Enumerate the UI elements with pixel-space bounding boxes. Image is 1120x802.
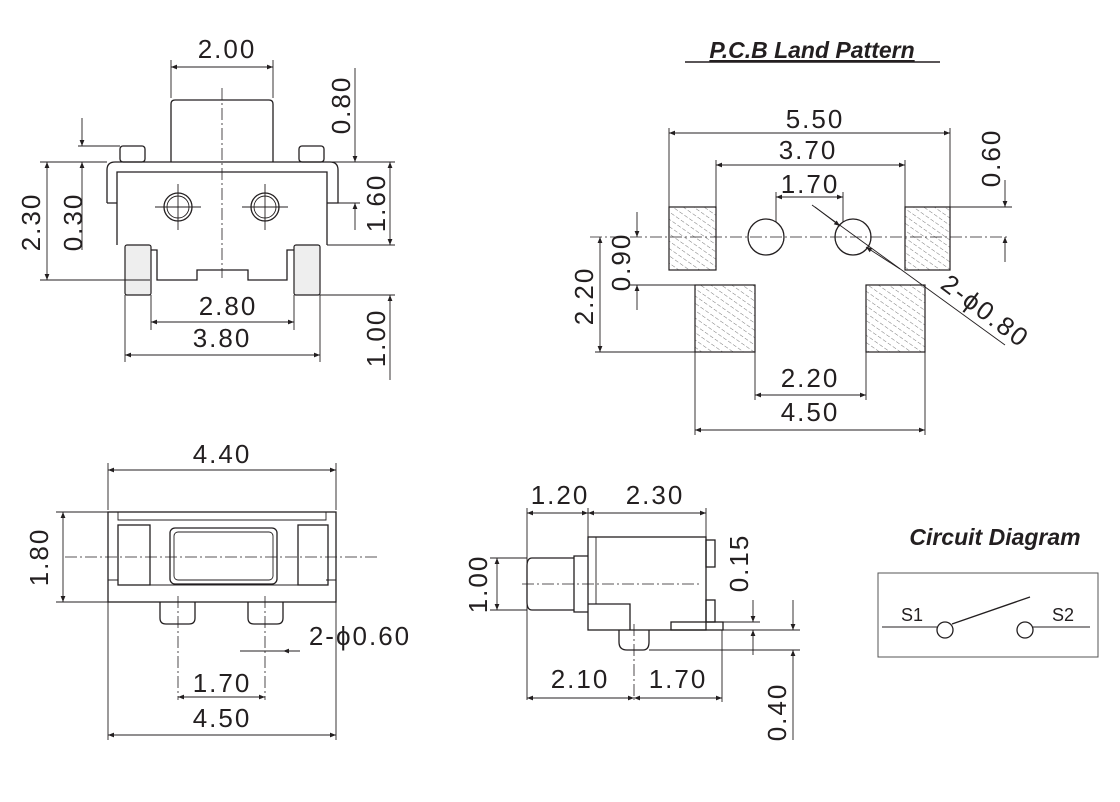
dim-top-width: 4.40 — [193, 439, 252, 469]
pegs — [159, 602, 284, 625]
dim-outer-foot-span: 3.80 — [193, 323, 252, 353]
dim-body-height: 1.60 — [361, 174, 391, 233]
dim-foot-height: 1.00 — [361, 309, 391, 368]
circuit-diagram: Circuit Diagram S1 S2 — [877, 524, 1099, 658]
hole-diameter-note: 2-ϕ0.80 — [936, 268, 1036, 354]
dim-tab-height: 0.30 — [58, 193, 88, 252]
label-s1: S1 — [901, 605, 923, 625]
switch-arm — [951, 596, 1031, 625]
pad-top-left — [668, 206, 717, 271]
foot-left — [124, 244, 152, 296]
dim-peg-height: 0.40 — [762, 683, 792, 742]
dim-overall-height: 2.30 — [16, 193, 46, 252]
terminal-left — [117, 524, 151, 586]
peg-diameter-note: 2-ϕ0.60 — [309, 621, 411, 651]
front-view: 2.00 2.30 0.30 0.80 1.60 1.00 2.80 3.80 — [16, 34, 395, 380]
dim-inner-foot-span: 2.80 — [199, 291, 258, 321]
side-peg — [618, 630, 650, 651]
dim-pcb-overall-height: 2.20 — [569, 267, 599, 326]
pcb-land-pattern: P.C.B Land Pattern 5.50 3.70 1.70 0.60 0… — [569, 37, 1035, 435]
contact-s1 — [936, 621, 954, 639]
dim-plunger-height: 1.00 — [463, 555, 493, 614]
frame — [106, 161, 339, 204]
circuit-title: Circuit Diagram — [909, 524, 1080, 550]
foot-right — [293, 244, 321, 296]
side-view: 1.20 2.30 1.00 0.15 0.40 2.10 1.70 — [463, 480, 800, 741]
dim-top-overall-width: 4.50 — [193, 703, 252, 733]
side-terminal — [670, 621, 724, 631]
circuit-box — [877, 572, 1099, 658]
dim-button-height: 0.80 — [326, 76, 356, 135]
tab-right — [298, 145, 325, 163]
dim-pad-offset: 0.90 — [606, 233, 636, 292]
top-view: 4.40 1.80 2-ϕ0.60 1.70 4.50 — [24, 439, 411, 740]
dim-terminal-thickness: 0.15 — [724, 534, 754, 593]
dim-top-pad-span: 3.70 — [779, 135, 838, 165]
dim-bottom-inner-span: 2.20 — [781, 363, 840, 393]
side-body — [587, 536, 707, 631]
terminal-right — [297, 524, 329, 586]
contact-s2 — [1016, 621, 1034, 639]
dim-front-to-peg: 2.10 — [551, 664, 610, 694]
actuator — [169, 527, 278, 585]
dim-pcb-overall-width: 5.50 — [786, 104, 845, 134]
dim-button-width: 2.00 — [198, 34, 257, 64]
tab-left — [119, 145, 146, 163]
dim-peg-to-end: 1.70 — [649, 664, 708, 694]
dim-top-height: 1.80 — [24, 528, 54, 587]
pad-top-right — [904, 206, 951, 271]
label-s2: S2 — [1052, 605, 1074, 625]
dim-plunger-length: 1.20 — [531, 480, 590, 510]
dim-peg-pitch: 1.70 — [193, 668, 252, 698]
dim-hole-pitch: 1.70 — [781, 169, 840, 199]
hole-left — [747, 218, 785, 256]
pad-bottom-left — [694, 284, 756, 353]
dim-side-body-length: 2.30 — [626, 480, 685, 510]
pad-bottom-right — [865, 284, 926, 353]
dim-bottom-outer-span: 4.50 — [781, 397, 840, 427]
pcb-title: P.C.B Land Pattern — [709, 37, 914, 63]
dim-top-pad-height: 0.60 — [976, 129, 1006, 188]
